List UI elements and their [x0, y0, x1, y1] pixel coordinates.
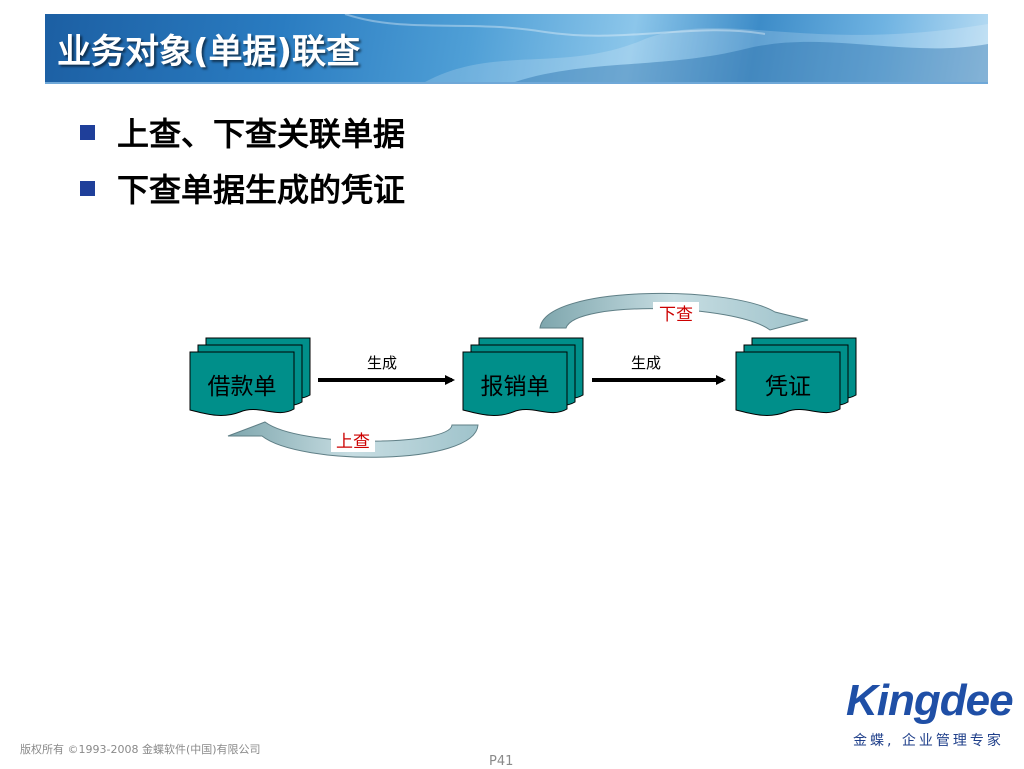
down-query-label: 下查: [659, 305, 693, 324]
square-bullet-icon: [80, 124, 95, 140]
generate-label-2: 生成: [631, 354, 661, 372]
bullet-list: 上查、下查关联单据 下查单据生成的凭证: [80, 104, 405, 216]
down-query-curve-arrow: [539, 292, 809, 331]
title-banner: 业务对象(单据)联查: [45, 14, 988, 82]
page-title: 业务对象(单据)联查: [57, 32, 361, 72]
up-query-label: 上查: [336, 432, 370, 451]
bullet-item: 下查单据生成的凭证: [80, 160, 405, 216]
expense-node-label: 报销单: [481, 374, 550, 400]
loan-node-label: 借款单: [208, 374, 277, 400]
page-number: P41: [489, 754, 514, 769]
kingdee-logo: Kingdee: [846, 676, 1014, 725]
copyright-text: 版权所有 ©1993-2008 金蝶软件(中国)有限公司: [20, 743, 261, 756]
loan-document-node: 借款单: [189, 337, 311, 416]
bullet-text: 上查、下查关联单据: [117, 115, 406, 153]
up-query-curve-arrow: [227, 421, 479, 458]
voucher-document-node: 凭证: [735, 337, 857, 416]
bullet-text: 下查单据生成的凭证: [117, 171, 406, 209]
company-slogan: 金蝶, 企业管理专家: [853, 733, 1004, 749]
bullet-item: 上查、下查关联单据: [80, 104, 405, 160]
square-bullet-icon: [80, 180, 95, 196]
up-query-label-bg: [331, 430, 375, 452]
voucher-node-label: 凭证: [765, 374, 811, 400]
expense-document-node: 报销单: [462, 337, 584, 416]
generate-label-1: 生成: [367, 354, 397, 372]
wave-decoration: [344, 14, 988, 82]
header-divider: [45, 82, 988, 84]
down-query-label-bg: [653, 302, 699, 324]
